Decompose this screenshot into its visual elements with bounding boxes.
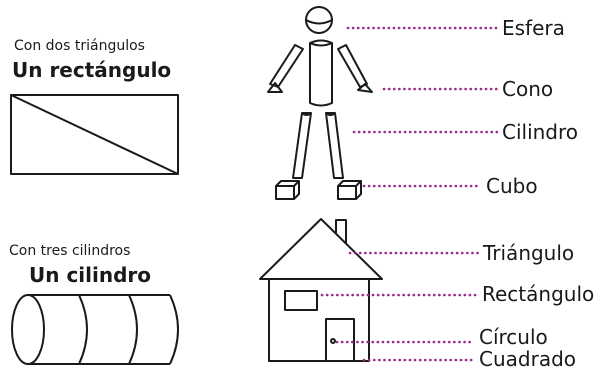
right-leg-cylinder <box>325 112 344 179</box>
label-circulo: Círculo <box>479 325 548 349</box>
label-esfera: Esfera <box>502 16 565 40</box>
head-sphere <box>305 6 333 34</box>
left-hand-cone <box>267 82 283 93</box>
rectangle-two-triangles <box>10 94 179 175</box>
rectangle-title: Un rectángulo <box>12 58 172 82</box>
door-square <box>325 318 355 362</box>
label-triangulo: Triángulo <box>483 241 575 265</box>
house-body <box>268 278 370 362</box>
right-arm <box>337 44 368 88</box>
label-rectangulo: Rectángulo <box>482 282 595 306</box>
roof-triangle <box>259 218 383 280</box>
label-cilindro: Cilindro <box>502 120 579 144</box>
chimney <box>335 219 347 243</box>
three-cylinders-drawing <box>11 294 179 365</box>
house-drawing <box>259 218 383 362</box>
leader-lines <box>320 26 499 362</box>
cylinder-subtitle: Con tres cilindros <box>9 243 131 259</box>
right-foot-cube <box>337 180 362 200</box>
rectangle-subtitle: Con dos triángulos <box>14 38 145 54</box>
window-rectangle <box>284 290 318 311</box>
left-arm <box>269 44 304 88</box>
cylinder-title: Un cilindro <box>29 263 152 287</box>
shape-figure <box>267 6 373 200</box>
torso-cylinder <box>309 39 333 107</box>
label-cubo: Cubo <box>486 174 538 198</box>
left-leg-cylinder <box>292 112 312 179</box>
label-cuadrado: Cuadrado <box>479 347 577 371</box>
head-sphere-equator <box>305 19 333 25</box>
right-hand-cone <box>357 83 373 93</box>
label-cono: Cono <box>502 77 554 101</box>
left-foot-cube <box>275 180 300 200</box>
door-knob-circle <box>330 338 336 344</box>
